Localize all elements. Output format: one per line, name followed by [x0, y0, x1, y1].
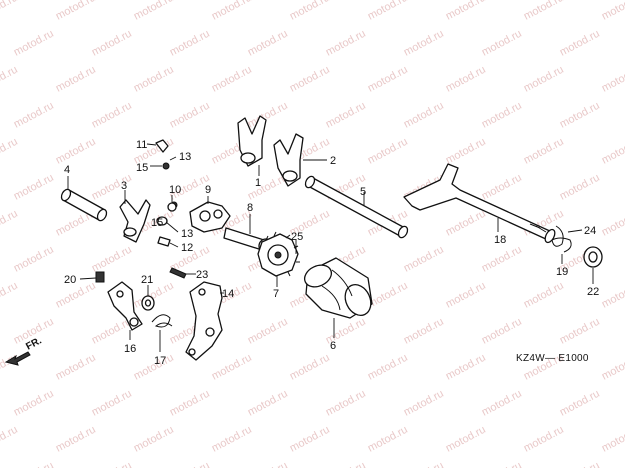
callout-16: 16: [124, 343, 136, 355]
callout-3: 3: [121, 180, 127, 192]
callout-6: 6: [330, 340, 336, 352]
diagram-code: KZ4W— E1000: [516, 353, 589, 364]
callout-15-top: 15: [136, 162, 148, 174]
part-19-24-return-spring: [551, 225, 583, 264]
part-21-collar: [141, 285, 155, 311]
part-23-bolt: [169, 267, 196, 279]
callout-18: 18: [494, 234, 506, 246]
part-1-shift-fork: [237, 115, 267, 176]
callout-4: 4: [64, 164, 70, 176]
callout-9: 9: [205, 184, 211, 196]
part-5-shift-fork-shaft: [304, 175, 409, 239]
callout-14: 14: [222, 288, 234, 300]
callout-2: 2: [330, 155, 336, 167]
callout-21: 21: [141, 274, 153, 286]
part-7-shift-drum-gear: [257, 231, 300, 287]
callout-13-mid: 13: [181, 228, 193, 240]
part-11-13-15-small-parts: [146, 139, 179, 248]
callout-11: 11: [136, 139, 147, 151]
part-17-stopper-spring: [151, 314, 173, 352]
callout-10: 10: [169, 184, 181, 196]
part-22-washer: [583, 246, 603, 284]
callout-8: 8: [247, 202, 253, 214]
callout-1: 1: [255, 177, 261, 189]
part-2-shift-fork: [273, 133, 327, 187]
callout-12: 12: [181, 242, 193, 254]
part-9-shift-drum-center: [189, 196, 231, 233]
callout-19: 19: [556, 266, 568, 278]
callout-numbers: 4 3 11 13 15 10 15 13 12 9 8 1 2 5 25 7 …: [64, 139, 599, 367]
part-14-guide-plate: [185, 281, 224, 361]
part-16-stopper-arm: [107, 281, 143, 340]
callout-22: 22: [587, 286, 599, 298]
part-20-bolt: [79, 271, 105, 283]
callout-25: 25: [291, 231, 303, 243]
callout-7: 7: [273, 288, 279, 300]
callout-23: 23: [196, 269, 208, 281]
part-3-shift-fork: [119, 190, 151, 243]
front-direction-arrow: FR.: [4, 335, 44, 366]
part-18-gearshift-spindle: [403, 163, 556, 244]
callout-13-top: 13: [179, 151, 191, 163]
part-4-shift-fork-shaft: [60, 176, 108, 222]
callout-15-mid: 15: [151, 217, 163, 229]
callout-24: 24: [584, 225, 596, 237]
callout-20: 20: [64, 274, 76, 286]
callout-17: 17: [154, 355, 166, 367]
part-6-shift-drum: [303, 257, 373, 338]
front-label: FR.: [24, 335, 44, 352]
callout-5: 5: [360, 186, 366, 198]
